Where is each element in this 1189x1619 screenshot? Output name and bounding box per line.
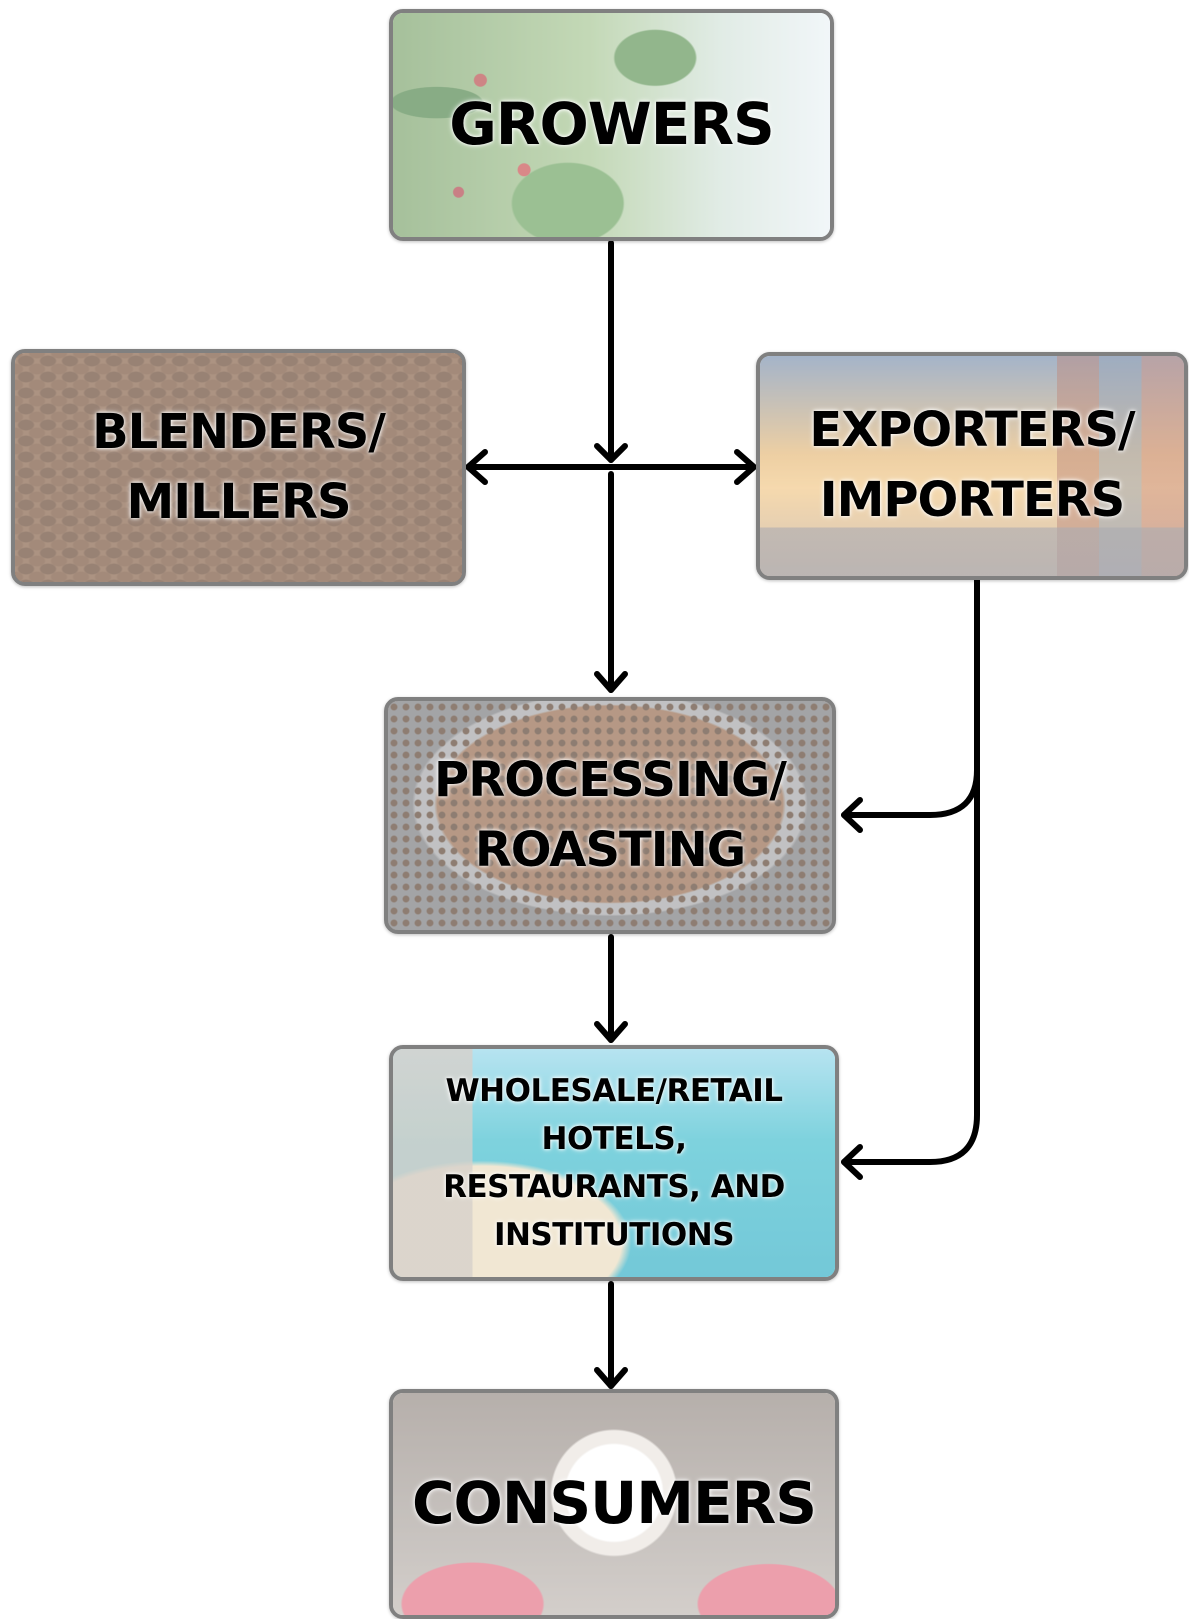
arrowhead-wholesale [594,1021,628,1043]
arrowhead-processing [594,671,628,693]
node-wholesale-retail: WHOLESALE/RETAIL HOTELS, RESTAURANTS, AN… [389,1045,839,1281]
arrowhead-blenders [465,449,488,485]
shipping-background-image [760,356,1184,576]
processing-label: PROCESSING/ ROASTING [434,751,787,878]
roaster-background-image [388,701,832,930]
edge-exporters-processing [841,767,980,818]
node-consumers: CONSUMERS [389,1389,839,1619]
blenders-label: BLENDERS/ MILLERS [92,403,386,530]
arrowhead-exporters [734,449,757,485]
growers-background-image [393,13,830,237]
beach-background-image [393,1049,835,1277]
wholesale-label: WHOLESALE/RETAIL HOTELS, RESTAURANTS, AN… [443,1072,785,1254]
node-processing-roasting: PROCESSING/ ROASTING [384,697,836,934]
node-blenders-millers: BLENDERS/ MILLERS [11,349,466,586]
arrowhead-wholesale-side [841,1144,863,1180]
node-exporters-importers: EXPORTERS/ IMPORTERS [756,352,1188,580]
coffee-beans-background-image [15,353,462,582]
coffee-cup-background-image [393,1393,835,1615]
arrowhead-consumers [594,1367,628,1389]
consumers-label: CONSUMERS [411,1469,817,1538]
arrowhead-processing-side [841,797,863,833]
node-growers: GROWERS [389,9,834,241]
growers-label: GROWERS [449,90,775,159]
exporters-label: EXPORTERS/ IMPORTERS [809,402,1135,528]
edge-exporters-wholesale [841,575,980,1165]
arrowhead-junction [594,443,628,463]
